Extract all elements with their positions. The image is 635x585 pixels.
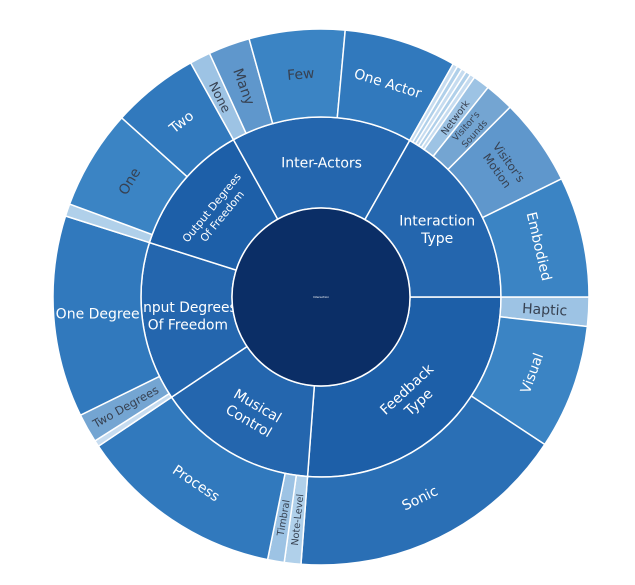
segment-interaction-type-embodied[interactable]: [481, 177, 590, 298]
segment-root-interaction[interactable]: [231, 207, 411, 387]
